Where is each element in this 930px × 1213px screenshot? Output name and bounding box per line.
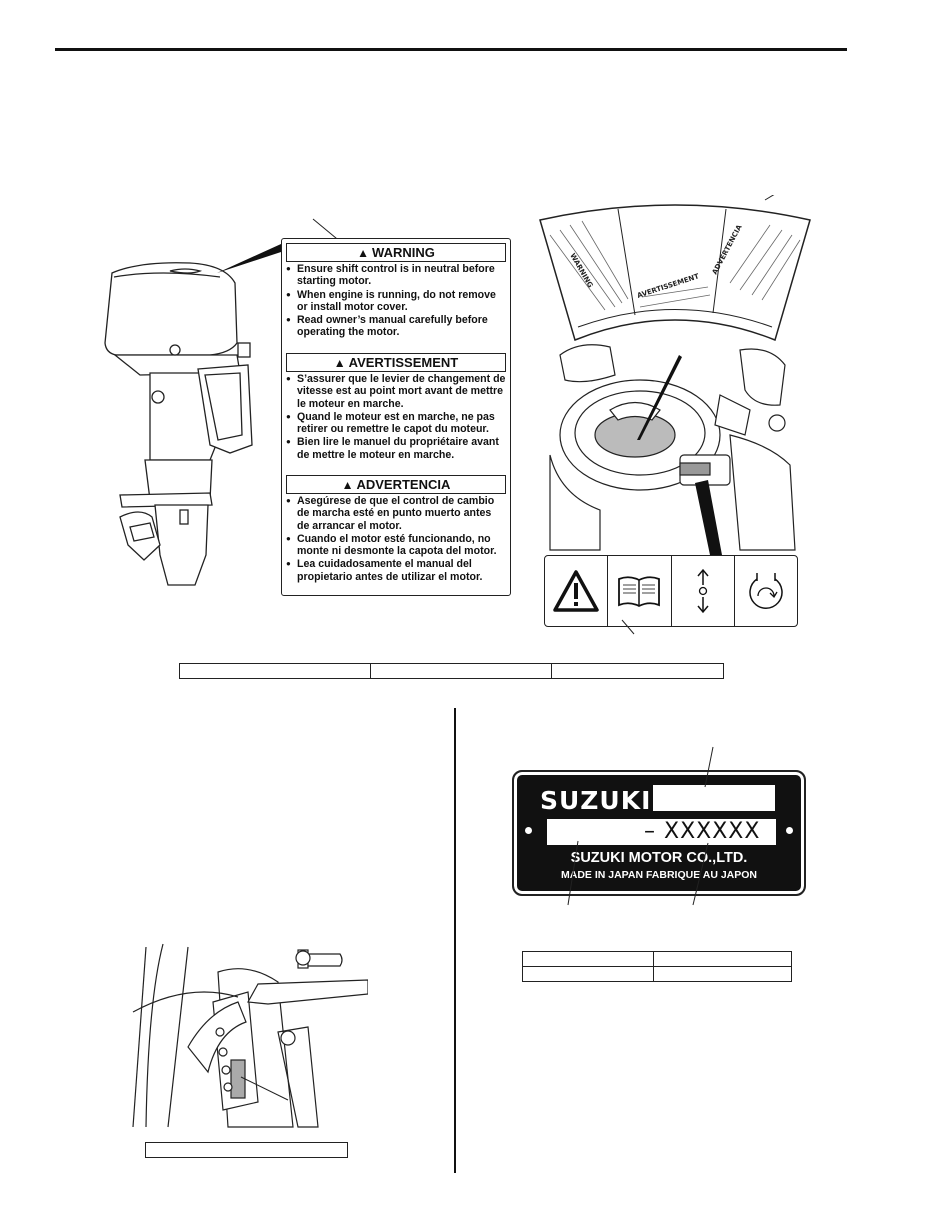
table-row (522, 951, 792, 967)
serial-number-plate: SUZUKI – XXXXXX SUZUKI MOTOR CO.,LTD. MA… (512, 770, 806, 896)
header-rule (55, 48, 847, 51)
leader-lines (567, 746, 714, 906)
rivet-hole (525, 827, 532, 834)
warning-section-es: ▲ADVERTENCIA Asegúrese de que el control… (286, 475, 506, 583)
table-row (179, 663, 724, 679)
warning-triangle-icon: ▲ (341, 478, 354, 492)
leader-line (621, 619, 635, 635)
warning-triangle-icon (545, 556, 607, 626)
rivet-hole (786, 827, 793, 834)
label-pointer (217, 244, 281, 273)
caption-table (179, 663, 724, 679)
table-row (522, 966, 792, 982)
column-divider (454, 708, 456, 1173)
section-heading: ADVERTENCIA (356, 477, 451, 492)
model-field (653, 785, 775, 811)
pictogram-label (544, 555, 798, 627)
outboard-motor-illustration (104, 262, 253, 586)
serial-field (547, 819, 776, 845)
warning-triangle-icon: ▲ (357, 246, 370, 260)
warning-section-en: ▲WARNING Ensure shift control is in neut… (286, 243, 506, 339)
warning-item: Cuando el motor esté funcionando, no mon… (286, 533, 506, 558)
section-heading: WARNING (372, 245, 435, 260)
rotation-icon (733, 556, 797, 626)
caption-table (145, 1142, 348, 1158)
shift-arrows-icon (670, 556, 734, 626)
warning-item: S’assurer que le levier de changement de… (286, 373, 506, 410)
warning-item: Asegúrese de que el control de cambio de… (286, 495, 506, 532)
warning-item: When engine is running, do not remove or… (286, 289, 506, 314)
serial-number: – XXXXXX (644, 819, 761, 844)
engine-top-illustration (549, 344, 796, 555)
brand-name: SUZUKI (540, 786, 652, 815)
warning-item: Read owner’s manual carefully before ope… (286, 314, 506, 339)
table-row (145, 1142, 348, 1158)
clamp-bracket-illustration (132, 943, 368, 1128)
warning-triangle-icon: ▲ (333, 356, 346, 370)
crescent-warning-label: WARNING AVERTISSEMENT ADVERTENCIA (539, 195, 811, 342)
section-heading: AVERTISSEMENT (348, 355, 459, 370)
warning-item: Lea cuidadosamente el manual del propiet… (286, 558, 506, 583)
warning-item: Ensure shift control is in neutral befor… (286, 263, 506, 288)
warning-section-fr: ▲AVERTISSEMENT S’assurer que le levier d… (286, 353, 506, 461)
caption-table (522, 951, 792, 982)
warning-label: ▲WARNING Ensure shift control is in neut… (281, 238, 511, 596)
made-in-text: MADE IN JAPAN FABRIQUE AU JAPON (560, 869, 758, 881)
warning-item: Quand le moteur est en marche, ne pas re… (286, 411, 506, 436)
warning-item: Bien lire le manuel du propriétaire avan… (286, 436, 506, 461)
manual-book-icon (607, 556, 670, 626)
